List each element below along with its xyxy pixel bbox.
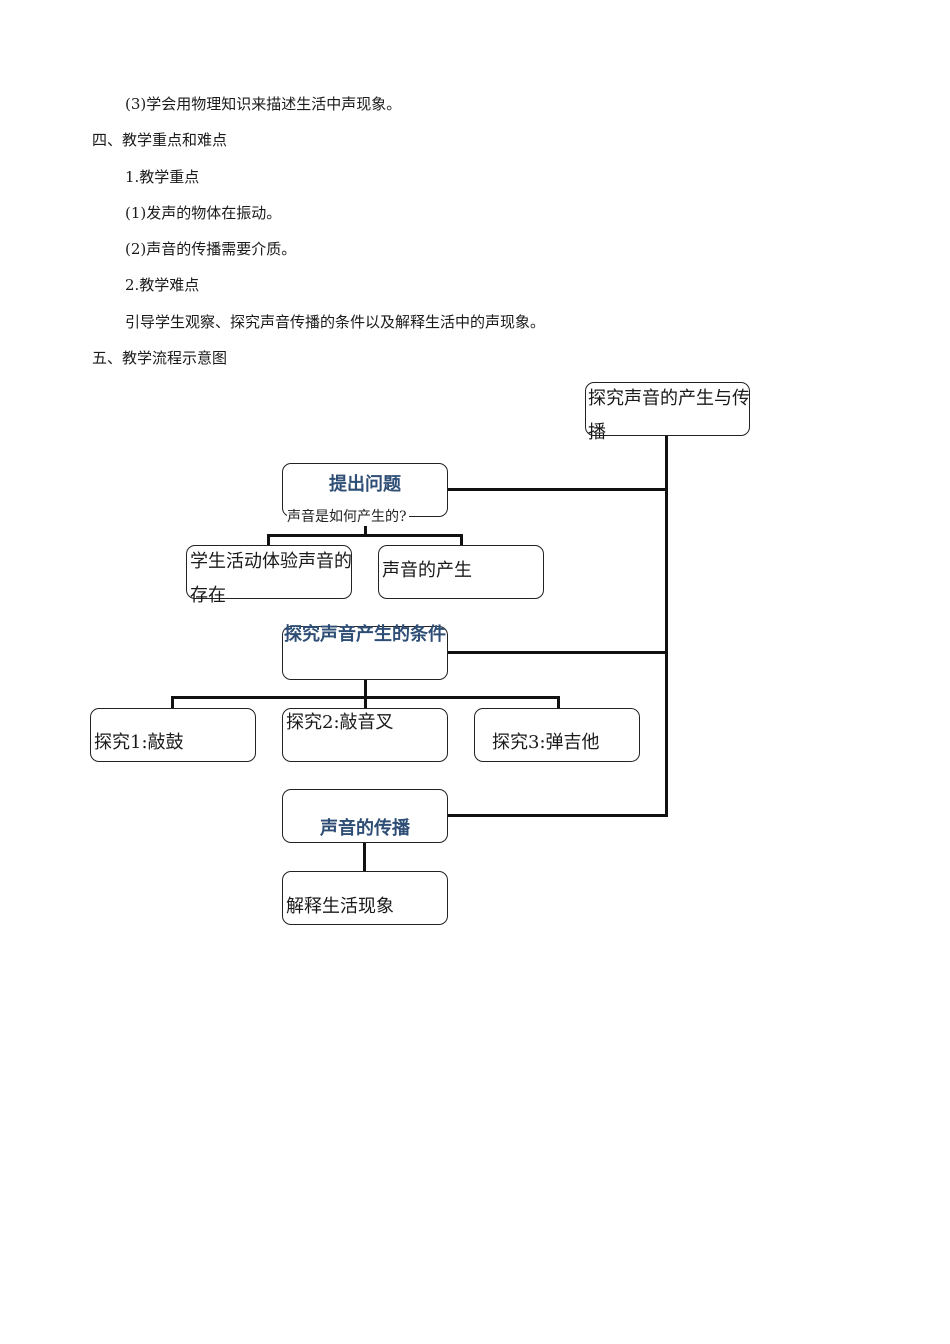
conditions-box — [282, 626, 448, 680]
connector-prop — [447, 814, 668, 817]
objective-3: (3)学会用物理知识来描述生活中声现象。 — [125, 95, 402, 113]
student-activity-box — [186, 545, 352, 599]
question-title: 提出问题 — [329, 474, 401, 495]
connector-cond-right — [557, 696, 560, 708]
production-box — [378, 545, 544, 599]
experiment-1-box — [90, 708, 256, 762]
explain-label: 解释生活现象 — [286, 896, 394, 917]
explain-box — [282, 871, 448, 925]
propagation-box — [282, 789, 448, 843]
key-point-2: (2)声音的传播需要介质。 — [125, 240, 297, 258]
experiment-2-box — [282, 708, 448, 762]
subheading-key-points: 1.教学重点 — [125, 168, 200, 186]
subheading-difficulties: 2.教学难点 — [125, 276, 200, 294]
section-heading-5: 五、教学流程示意图 — [92, 349, 228, 367]
connector-trunk — [665, 435, 668, 817]
connector-cond-left — [171, 696, 174, 708]
conditions-title: 探究声音产生的条件 — [284, 624, 446, 645]
connector-cond-down — [364, 680, 367, 698]
question-subtitle: 声音是如何产生的? — [287, 506, 409, 526]
student-activity-label: 学生活动体验声音的存在 — [190, 551, 352, 606]
connector-q — [447, 488, 668, 491]
experiment-3-label: 探究3:弹吉他 — [492, 732, 600, 753]
connector-q-bar — [267, 534, 462, 537]
connector-q-left — [267, 534, 270, 546]
connector-cond-mid — [364, 696, 367, 708]
propagation-title: 声音的传播 — [320, 818, 410, 839]
connector-q-down — [364, 516, 367, 536]
connector-prop-down — [363, 843, 366, 871]
section-heading-4: 四、教学重点和难点 — [92, 131, 228, 149]
experiment-3-box — [474, 708, 640, 762]
production-label: 声音的产生 — [382, 560, 472, 581]
root-label: 探究声音的产生与传播 — [588, 388, 750, 443]
connector-q-right — [460, 534, 463, 546]
root-box — [585, 382, 750, 436]
experiment-2-label: 探究2:敲音叉 — [286, 712, 394, 733]
experiment-1-label: 探究1:敲鼓 — [94, 732, 184, 753]
key-point-1: (1)发声的物体在振动。 — [125, 204, 282, 222]
difficulty-text: 引导学生观察、探究声音传播的条件以及解释生活中的声现象。 — [125, 313, 546, 331]
connector-cond — [447, 651, 668, 654]
